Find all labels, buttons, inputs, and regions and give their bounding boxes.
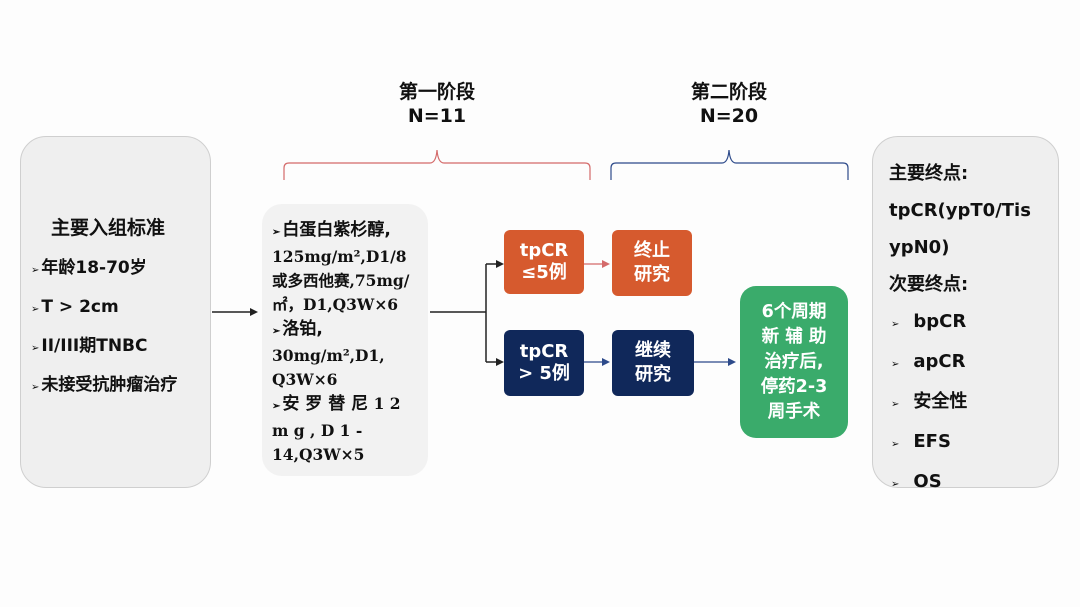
- arrow-bullet-icon: ➢: [31, 343, 40, 354]
- regimen-panel: ➢白蛋白紫杉醇, 125mg/m²,D1/8或多西他赛,75mg/㎡，D1,Q3…: [262, 204, 428, 476]
- arrow-bullet-icon: ➢: [891, 399, 900, 410]
- primary-endpoint-title: 主要终点:: [889, 163, 969, 184]
- stage1-name: 第一阶段: [398, 81, 475, 103]
- secondary-endpoint-item: ➢安全性: [891, 391, 968, 412]
- secondary-endpoint-item: ➢apCR: [891, 351, 966, 372]
- stage2-name: 第二阶段: [690, 81, 767, 103]
- secondary-endpoint-item: ➢OS: [891, 471, 942, 492]
- inclusion-panel: 主要入组标准 ➢年龄18-70岁 ➢T > 2cm ➢II/III期TNBC ➢…: [20, 136, 211, 488]
- secondary-endpoint-title: 次要终点:: [889, 274, 969, 295]
- inclusion-title: 主要入组标准: [51, 217, 166, 239]
- surgery-box: 6个周期 新 辅 助 治疗后, 停药2-3 周手术: [740, 286, 848, 438]
- arrow-bullet-icon: ➢: [31, 265, 40, 276]
- stage2-label: 第二阶段 N=20: [659, 80, 799, 128]
- stage1-label: 第一阶段 N=11: [367, 80, 507, 128]
- stage1-n: N=11: [407, 105, 467, 127]
- arrow-bullet-icon: ➢: [272, 227, 281, 238]
- primary-endpoint-line2: ypN0): [889, 237, 950, 258]
- drug2: ➢洛铂, 30mg/m²,D1, Q3W×6: [272, 319, 385, 389]
- inclusion-item: ➢年龄18-70岁: [31, 258, 147, 278]
- secondary-endpoint-item: ➢bpCR: [891, 311, 967, 332]
- stage2-bracket: [610, 149, 849, 180]
- arrow-bullet-icon: ➢: [891, 479, 900, 490]
- arrow-bullet-icon: ➢: [272, 326, 281, 337]
- endpoints-panel: 主要终点: tpCR(ypT0/Tis ypN0) 次要终点: ➢bpCR ➢a…: [872, 136, 1059, 492]
- inclusion-item: ➢II/III期TNBC: [31, 336, 148, 356]
- cond-box-high: tpCR > 5例: [504, 330, 584, 396]
- arrow-bullet-icon: ➢: [891, 319, 900, 330]
- cond-box-low: tpCR ≤5例: [504, 230, 584, 294]
- drug3: ➢安 罗 替 尼 1 2 m g , D 1 - 14,Q3W×5: [272, 394, 401, 464]
- stop-study-box: 终止 研究: [612, 230, 692, 296]
- arrow-bullet-icon: ➢: [891, 439, 900, 450]
- arrow-bullet-icon: ➢: [891, 359, 900, 370]
- continue-study-box: 继续 研究: [612, 330, 694, 396]
- primary-endpoint-line1: tpCR(ypT0/Tis: [889, 200, 1031, 221]
- arrow-bullet-icon: ➢: [31, 382, 40, 393]
- inclusion-item: ➢T > 2cm: [31, 297, 119, 317]
- inclusion-item: ➢未接受抗肿瘤治疗: [31, 375, 178, 395]
- drug1: ➢白蛋白紫杉醇, 125mg/m²,D1/8或多西他赛,75mg/㎡，D1,Q3…: [272, 220, 410, 314]
- arrow-bullet-icon: ➢: [272, 401, 281, 412]
- secondary-endpoint-item: ➢EFS: [891, 431, 951, 452]
- arrow-bullet-icon: ➢: [31, 304, 40, 315]
- stage2-n: N=20: [699, 105, 759, 127]
- stage1-bracket: [283, 149, 591, 180]
